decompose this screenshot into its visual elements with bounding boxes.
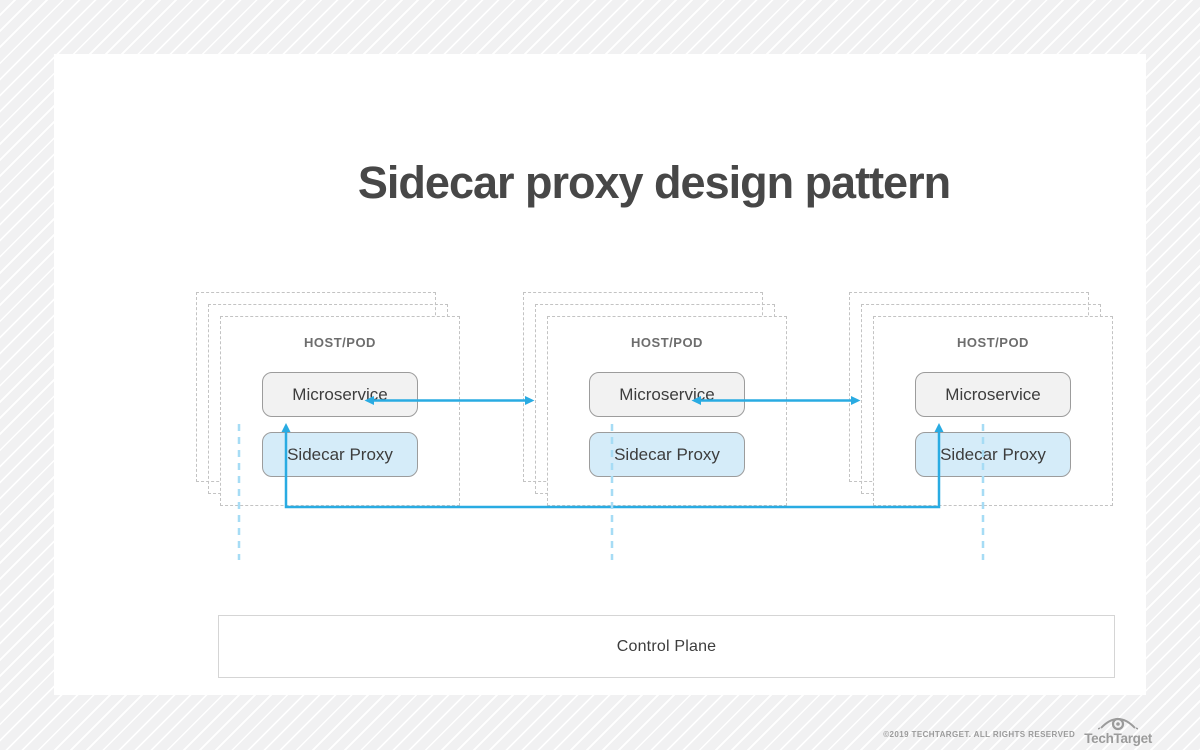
diagram-card: Sidecar proxy design pattern HOST/POD Mi… [54, 54, 1146, 695]
host-pod-box: HOST/POD Microservice Sidecar Proxy [873, 316, 1113, 506]
eye-icon [1098, 717, 1139, 730]
microservice-box: Microservice [262, 372, 418, 417]
techtarget-brand-text: TechTarget [1084, 730, 1152, 746]
techtarget-logo: TechTarget [1084, 715, 1152, 746]
host-pod-label: HOST/POD [631, 335, 703, 350]
page-title: Sidecar proxy design pattern [357, 157, 951, 208]
host-pod-label: HOST/POD [957, 335, 1029, 350]
sidecar-proxy-box: Sidecar Proxy [589, 432, 745, 477]
sidecar-proxy-box: Sidecar Proxy [915, 432, 1071, 477]
host-pod-group-left: HOST/POD Microservice Sidecar Proxy [196, 292, 460, 506]
microservice-box: Microservice [589, 372, 745, 417]
microservice-box: Microservice [915, 372, 1071, 417]
host-pod-box: HOST/POD Microservice Sidecar Proxy [220, 316, 460, 506]
host-pod-group-right: HOST/POD Microservice Sidecar Proxy [849, 292, 1113, 506]
control-plane-label: Control Plane [616, 637, 717, 655]
host-pod-box: HOST/POD Microservice Sidecar Proxy [547, 316, 787, 506]
host-pod-label: HOST/POD [304, 335, 376, 350]
footer: ©2019 TECHTARGET. ALL RIGHTS RESERVED Te… [883, 711, 1152, 745]
host-pod-group-middle: HOST/POD Microservice Sidecar Proxy [523, 292, 787, 506]
control-plane-box: Control Plane [218, 615, 1115, 678]
sidecar-proxy-box: Sidecar Proxy [262, 432, 418, 477]
copyright-text: ©2019 TECHTARGET. ALL RIGHTS RESERVED [883, 730, 1076, 739]
